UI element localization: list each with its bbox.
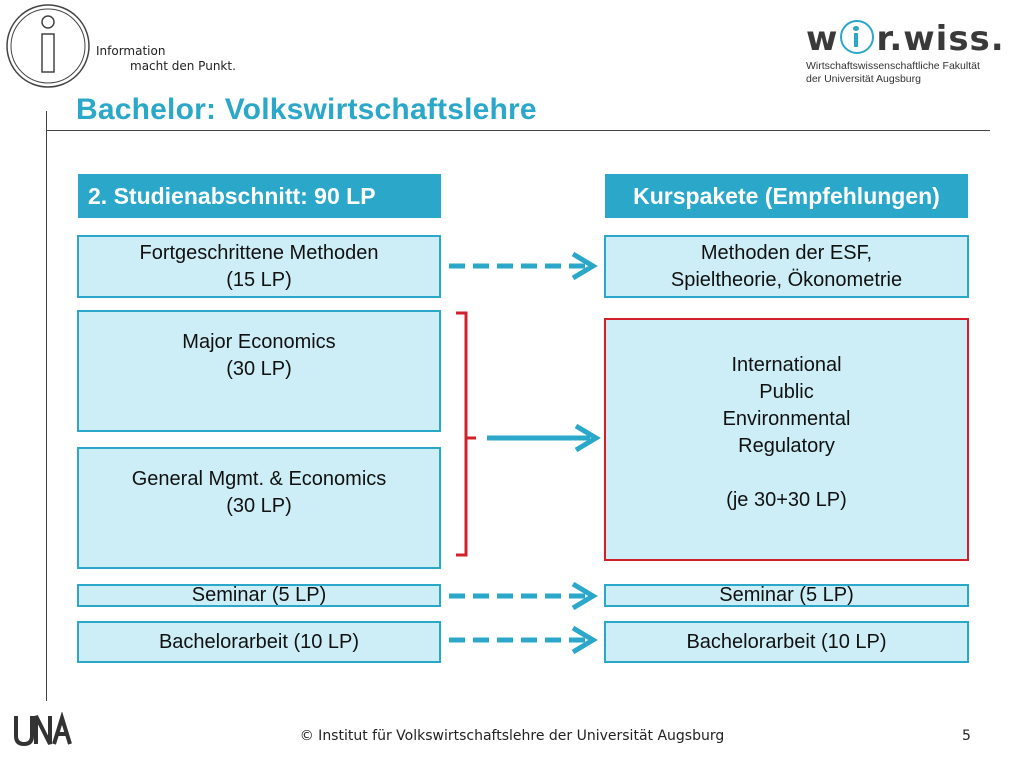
tagline: Information macht den Punkt. — [96, 44, 236, 74]
university-logo — [14, 711, 74, 753]
box-label: Fortgeschrittene Methoden — [139, 241, 379, 264]
title-divider — [46, 130, 990, 131]
left-box-general-mgmt: General Mgmt. & Economics (30 LP) — [77, 447, 441, 569]
box-credits: (30 LP) — [226, 495, 292, 517]
faculty-name-line2: der Universität Augsburg — [806, 73, 921, 85]
right-box-seminar: Seminar (5 LP) — [604, 584, 969, 607]
page-title: Bachelor: Volkswirtschaftslehre — [76, 93, 537, 126]
left-box-major-economics: Major Economics (30 LP) — [77, 310, 441, 432]
right-column-header-label: Kurspakete (Empfehlungen) — [633, 182, 940, 209]
tagline-line1: Information — [96, 44, 166, 58]
left-column-header: 2. Studienabschnitt: 90 LP — [78, 174, 441, 218]
footer-copyright: © Institut für Volkswirtschaftslehre der… — [299, 728, 725, 744]
box-label: Major Economics — [182, 331, 336, 353]
right-column-header: Kurspakete (Empfehlungen) — [605, 174, 968, 218]
tagline-line2: macht den Punkt. — [130, 59, 236, 73]
box-label-line2: Spieltheorie, Ökonometrie — [670, 268, 903, 291]
left-box-advanced-methods: Fortgeschrittene Methoden (15 LP) — [77, 235, 441, 298]
box-credits: (15 LP) — [226, 268, 292, 291]
university-logo-icon — [14, 711, 72, 747]
solid-arrow-packages — [487, 423, 601, 453]
left-column-header-label: 2. Studienabschnitt: 90 LP — [88, 182, 376, 209]
right-box-methods: Methoden der ESF, Spieltheorie, Ökonometr… — [604, 235, 969, 298]
faculty-logo-subtitle: Wirtschaftswissenschaftliche Fakultät de… — [806, 60, 1005, 86]
right-box-thesis: Bachelorarbeit (10 LP) — [604, 621, 969, 663]
dashed-arrow-thesis — [449, 625, 598, 655]
box-label: Bachelorarbeit (10 LP) — [158, 630, 360, 653]
bracket-majors — [456, 311, 476, 557]
left-divider — [46, 111, 47, 701]
package-international: International — [731, 353, 842, 376]
box-label: Bachelorarbeit (10 LP) — [686, 630, 887, 653]
package-credits: (je 30+30 LP) — [726, 488, 847, 511]
faculty-logo-i-icon — [840, 20, 875, 54]
box-credits: (30 LP) — [226, 358, 292, 380]
box-label: Methoden der ESF, — [700, 241, 873, 264]
box-label: General Mgmt. & Economics — [131, 468, 387, 490]
box-label: Seminar (5 LP) — [191, 584, 327, 606]
package-public: Public — [759, 380, 814, 403]
package-regulatory: Regulatory — [738, 434, 835, 457]
page-number: 5 — [962, 728, 971, 744]
dashed-arrow-seminar — [449, 581, 598, 611]
faculty-name-line1: Wirtschaftswissenschaftliche Fakultät — [806, 60, 980, 72]
box-label: Seminar (5 LP) — [719, 584, 854, 606]
info-logo-icon — [4, 2, 94, 97]
right-box-course-packages: International Public Environmental Regul… — [604, 318, 969, 561]
package-environmental: Environmental — [722, 407, 851, 430]
left-box-thesis: Bachelorarbeit (10 LP) — [77, 621, 441, 663]
dashed-arrow-methods — [449, 251, 598, 281]
left-box-seminar: Seminar (5 LP) — [77, 584, 441, 607]
